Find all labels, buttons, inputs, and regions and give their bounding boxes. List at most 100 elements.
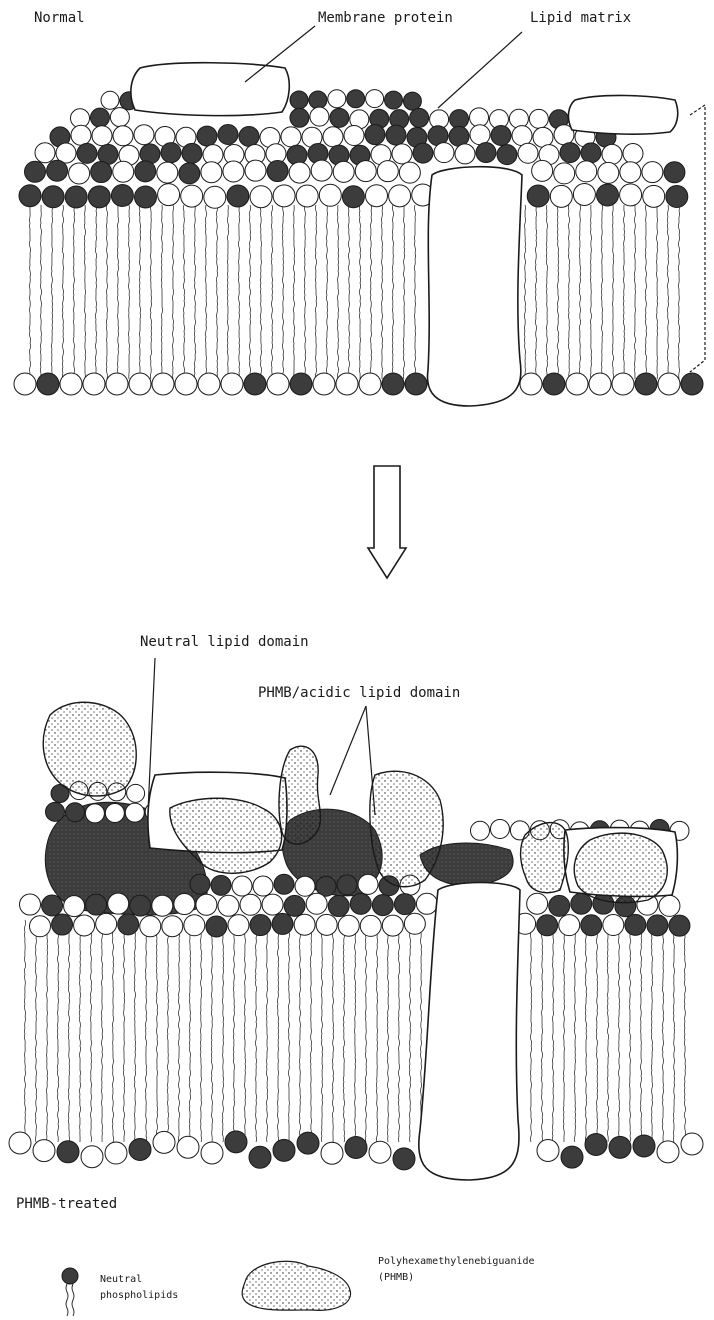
lipid-tail [376,920,377,1142]
lipid-head-inner [290,373,312,395]
lipid-tail [172,205,173,379]
lipid-head [620,184,642,206]
lipid-head-inner [633,1135,655,1157]
lipid-head [571,893,592,914]
lipid-tail [585,920,586,1142]
lipid-head [101,91,119,109]
lipid-tail [117,205,118,379]
legend-phmb-icon [242,1261,350,1310]
lipid-head [365,125,385,145]
lipid-tail [156,920,157,1142]
lipid-tail [678,205,679,379]
lipid-head [295,876,315,896]
lipid-tail [178,920,179,1142]
lipid-tail [332,920,333,1142]
lipid-tail [40,205,41,379]
lipid-head [201,162,222,183]
lipid-head [174,894,195,915]
lipid-head-inner [336,373,358,395]
lipid-tail [398,920,399,1142]
lipid-tail [684,920,685,1142]
lipid-head-inner [566,373,588,395]
lipid-tail [46,920,47,1142]
lipid-head [603,914,624,935]
lipid-head [179,163,200,184]
lipid-head [366,90,384,108]
lipid-head [267,161,288,182]
lipid-tail [651,920,652,1142]
lipid-head [69,163,90,184]
lipid-head [65,186,87,208]
lipid-head [250,915,271,936]
lipid-head-inner [83,373,105,395]
lipid-head [490,819,509,838]
lipid-head [294,914,315,935]
lipid-tails-top [29,205,679,379]
lipid-head-inner [658,373,680,395]
lipid-head [86,894,107,915]
lipid-tail [24,920,25,1142]
lipid-tail [271,205,272,379]
lipid-tail [161,205,162,379]
lipid-head [413,143,433,163]
lipid-head [491,125,511,145]
lipid-head [253,876,273,896]
lipid-head-inner [33,1140,55,1162]
lipid-head-inner [177,1136,199,1158]
lipid-tail [574,920,575,1142]
lipid-head [476,143,496,163]
lipid-head-inner [635,373,657,395]
lipid-head-inner [589,373,611,395]
lipid-head [471,821,490,840]
lipid-tail [414,205,415,379]
lipid-head [110,108,129,127]
lipid-head [71,125,91,145]
lipid-head-inner [129,373,151,395]
lipid-head-inner [273,1139,295,1161]
lipid-head [284,895,305,916]
lipid-tail [299,920,300,1142]
lipid-head [385,91,403,109]
lipid-head [358,874,378,894]
lipid-tail [123,920,124,1142]
lipid-tail [95,205,96,379]
lipid-head [88,186,110,208]
lipid-head-inner [382,373,404,395]
lipid-head [52,914,73,935]
lipid-head [470,108,489,127]
membrane-protein-surface [131,63,289,116]
lipid-tail [662,920,663,1142]
lipid-tail [403,205,404,379]
transmembrane-protein-top [427,167,522,406]
lipid-head [560,143,580,163]
lipid-head [152,895,173,916]
lipid-tail [139,205,140,379]
lipid-head [232,876,252,896]
lipid-tail [370,205,371,379]
lipid-head [125,803,144,822]
lipid-head [157,162,178,183]
lipid-head [296,185,318,207]
lipid-tail [321,920,322,1142]
lipid-head [228,915,249,936]
lipid-head [262,894,283,915]
leader-acidic-1 [330,706,366,795]
lipid-head [108,893,129,914]
lipid-tail [128,205,129,379]
lipid-head-inner [657,1141,679,1163]
lipid-tail [596,920,597,1142]
lipid-tail [222,920,223,1142]
lipid-head [625,914,646,935]
lipid-head-inner [313,373,335,395]
lipid-head-inner [37,373,59,395]
lipid-head [90,108,109,127]
lipid-head-inner [105,1142,127,1164]
lipid-tail [392,205,393,379]
lipid-tail [183,205,184,379]
lipid-head [204,186,226,208]
lipid-head [240,894,261,915]
lipid-head-inner [249,1146,271,1168]
lipid-tail [546,205,547,379]
lipid-head [355,161,376,182]
lipid-tail [277,920,278,1142]
